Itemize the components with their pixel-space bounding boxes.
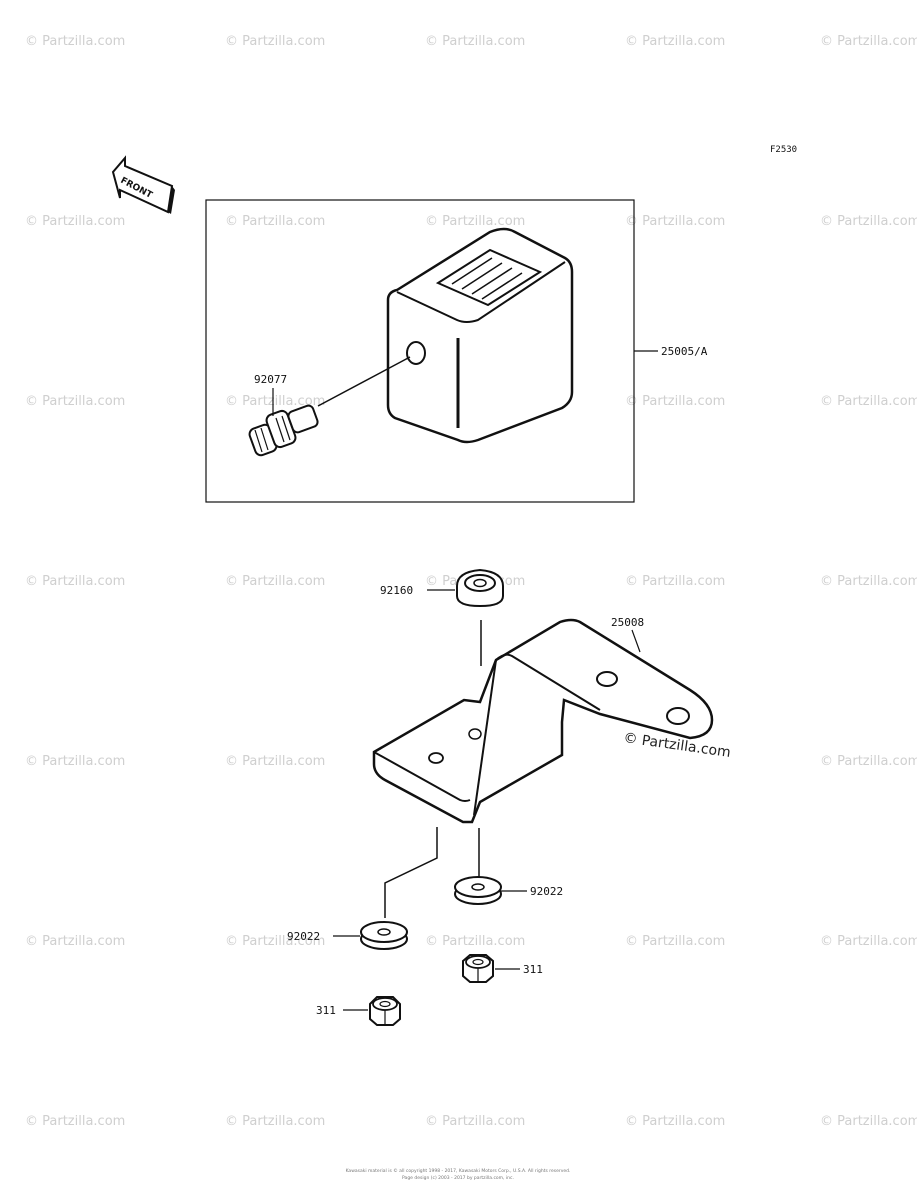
watermark: © Partzilla.com [625, 214, 725, 229]
callout-bracket: 25008 [611, 616, 644, 629]
watermark: © Partzilla.com [820, 754, 917, 769]
watermark: © Partzilla.com [25, 934, 125, 949]
watermark: © Partzilla.com [820, 1114, 917, 1129]
callout-nut-left: 311 [316, 1004, 336, 1017]
watermark: © Partzilla.com [225, 394, 325, 409]
watermark: © Partzilla.com [820, 394, 917, 409]
watermark: © Partzilla.com [225, 34, 325, 49]
watermark: © Partzilla.com [25, 34, 125, 49]
washer-left [360, 921, 408, 950]
watermark: © Partzilla.com [25, 214, 125, 229]
nut-left [369, 996, 401, 1026]
watermark: © Partzilla.com [625, 1114, 725, 1129]
watermark: © Partzilla.com [225, 1114, 325, 1129]
watermark: © Partzilla.com [25, 394, 125, 409]
figure-code: F2530 [770, 145, 797, 155]
callout-washer-left: 92022 [287, 930, 320, 943]
callout-grommet: 92160 [380, 584, 413, 597]
callout-nut-right: 311 [523, 963, 543, 976]
watermark: © Partzilla.com [625, 394, 725, 409]
design-credit-line: Page design (c) 2003 - 2017 by partzilla… [402, 1175, 514, 1181]
watermark: © Partzilla.com [820, 934, 917, 949]
watermark: © Partzilla.com [625, 574, 725, 589]
watermark: © Partzilla.com [820, 34, 917, 49]
callout-meter-assy: 25005/A [661, 345, 708, 358]
front-arrow-icon: FRONT [111, 155, 175, 214]
copyright-line: Kawasaki material is © all copyright 199… [346, 1167, 571, 1174]
watermark: © Partzilla.com [25, 574, 125, 589]
washer-leaders [333, 827, 527, 1011]
meter-housing [386, 227, 574, 444]
watermark: © Partzilla.com [425, 214, 525, 229]
watermark: © Partzilla.com [225, 934, 325, 949]
watermark: © Partzilla.com [225, 574, 325, 589]
watermark: © Partzilla.com [625, 934, 725, 949]
watermark: © Partzilla.com [225, 214, 325, 229]
washer-right [454, 876, 502, 905]
callout-washer-right: 92022 [530, 885, 563, 898]
watermark: © Partzilla.com [820, 574, 917, 589]
watermark: © Partzilla.com [625, 34, 725, 49]
grommet [427, 568, 504, 666]
nut-right [462, 954, 494, 983]
watermark: © Partzilla.com [820, 214, 917, 229]
callout-bulb-socket: 92077 [254, 373, 287, 386]
watermark: © Partzilla.com [25, 754, 125, 769]
watermark: © Partzilla.com [225, 754, 325, 769]
watermark: © Partzilla.com [425, 934, 525, 949]
watermark: © Partzilla.com [25, 1114, 125, 1129]
watermark: © Partzilla.com [425, 1114, 525, 1129]
watermark: © Partzilla.com [425, 34, 525, 49]
bracket [372, 618, 714, 824]
bulb-socket [248, 356, 411, 457]
